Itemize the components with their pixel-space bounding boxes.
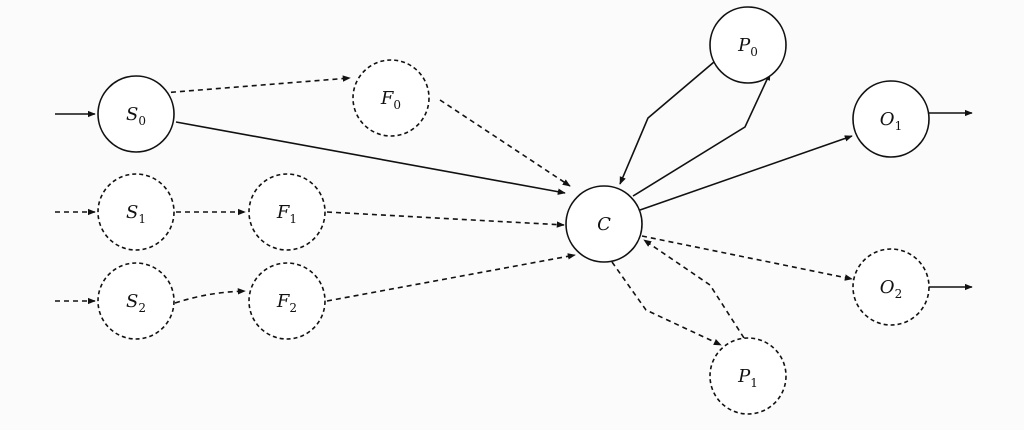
edges [55,61,973,346]
node-f2: F2 [248,262,326,340]
edge-s2-to-f2 [174,288,246,304]
svg-text:F2: F2 [276,291,297,315]
svg-text:C: C [597,214,611,235]
node-s1: S1 [97,173,175,251]
edge-f2-to-c [326,253,576,302]
svg-text:O2: O2 [880,277,902,301]
edge-s0-to-c [175,121,566,195]
svg-text:S0: S0 [126,104,146,128]
node-s0: S0 [97,75,175,153]
edge-s0-to-f0 [161,75,351,94]
node-s2: S2 [97,262,175,340]
edge-f1-to-c [326,211,565,228]
edge-f0-to-c [439,99,571,187]
svg-text:P1: P1 [737,366,758,390]
edge-p1-to-c [643,239,745,339]
edge-c-to-p0 [632,72,771,197]
node-p1: P1 [709,337,787,415]
svg-text:F0: F0 [380,88,401,112]
svg-text:P0: P0 [737,35,758,59]
node-p0: P0 [709,6,787,84]
edge-c-to-o2 [641,235,853,281]
node-f0: F0 [352,59,430,137]
svg-text:F1: F1 [276,202,297,226]
edge-p0-to-c [619,61,715,185]
svg-text:S2: S2 [126,291,146,315]
node-o2: O2 [852,248,930,326]
node-o1: O1 [852,80,930,158]
edge-c-to-p1 [611,261,722,346]
edge-c-to-o1 [639,135,853,211]
svg-text:O1: O1 [880,109,902,133]
svg-text:S1: S1 [126,202,146,226]
node-c: C [565,185,643,263]
node-f1: F1 [248,173,326,251]
